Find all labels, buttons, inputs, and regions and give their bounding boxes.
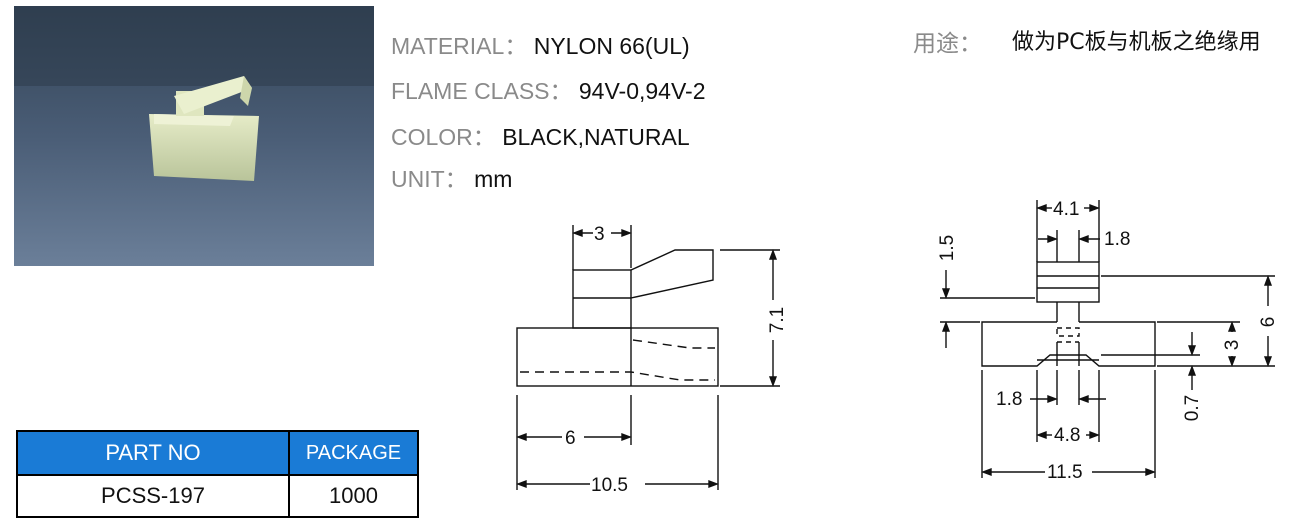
side-dim-height: 7.1 [767,307,788,333]
front-dim-total-height: 6 [1258,317,1279,328]
color-value: BLACK,NATURAL [502,124,690,150]
material-label: MATERIAL： [391,33,528,59]
part-table: PART NO PACKAGE PCSS-197 1000 [16,430,419,518]
front-view-drawing [940,200,1275,478]
unit-value: mm [474,166,513,192]
front-dim-top-width: 4.1 [1053,199,1079,220]
part-no-cell: PCSS-197 [16,474,290,518]
usage-label: 用途： [913,31,982,57]
table-header-row: PART NO PACKAGE [16,430,419,476]
header-part-no: PART NO [16,430,290,476]
front-dim-inner-width: 4.8 [1054,425,1080,446]
front-dim-top-height: 1.5 [937,235,958,261]
flame-class-label: FLAME CLASS： [391,78,573,104]
side-dim-top-width: 3 [594,224,605,245]
color-label: COLOR： [391,124,496,150]
material-spec: MATERIAL： NYLON 66(UL) [391,27,690,61]
front-dim-mid-height: 3 [1222,340,1243,351]
front-dim-lip: 0.7 [1182,395,1203,421]
front-dim-total-width: 11.5 [1047,462,1083,483]
front-dim-slot-width: 1.8 [1104,229,1130,250]
header-package: PACKAGE [288,430,419,476]
side-dim-total-length: 10.5 [591,475,628,496]
product-photo [14,6,374,266]
flame-class-spec: FLAME CLASS： 94V-0,94V-2 [391,72,706,106]
front-dim-slot-bottom: 1.8 [996,389,1022,410]
usage-value: 做为PC板与机板之绝缘用 [1012,30,1261,55]
flame-class-value: 94V-0,94V-2 [578,78,706,104]
side-dim-base-width: 6 [565,428,576,449]
color-spec: COLOR： BLACK,NATURAL [391,118,690,152]
material-value: NYLON 66(UL) [533,33,690,59]
side-view-drawing [516,225,780,490]
package-cell: 1000 [288,474,419,518]
unit-spec: UNIT： mm [391,160,512,194]
unit-label: UNIT： [391,166,468,192]
table-row: PCSS-197 1000 [16,474,419,518]
